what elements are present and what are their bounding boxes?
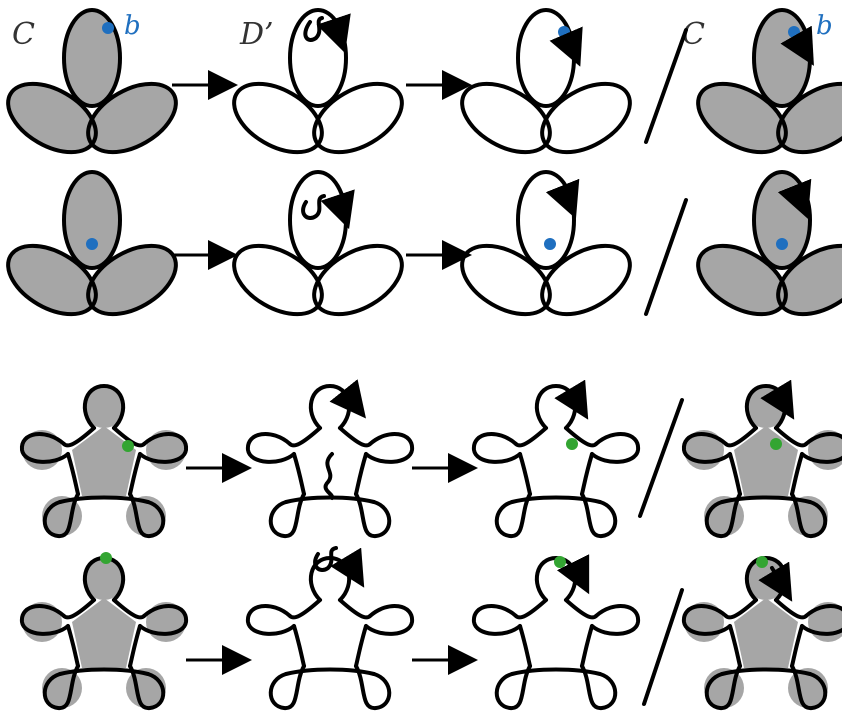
row3-knot-C-right — [681, 379, 842, 539]
row4-knot-D — [245, 546, 415, 711]
row3-knot-C — [19, 384, 189, 539]
row2-knot-D — [220, 170, 416, 331]
row1-knot-D — [220, 8, 416, 169]
row4-knot-C-right — [681, 556, 842, 711]
label-C-left: C — [12, 17, 35, 52]
green-dot — [100, 552, 112, 564]
row1-knot-result — [448, 8, 644, 169]
label-D-prime: D’ — [239, 17, 274, 52]
row3-knot-D — [245, 379, 415, 539]
divider-slash — [644, 198, 688, 316]
green-dot — [122, 440, 134, 452]
row-1 — [0, 8, 842, 169]
label-C-right: C — [682, 17, 705, 52]
row2-knot-result — [448, 170, 644, 331]
row1-knot-C-right — [684, 8, 842, 169]
divider-slash — [642, 588, 684, 706]
label-b-left: b — [124, 11, 141, 41]
green-dot — [554, 556, 566, 568]
blue-dot — [544, 238, 556, 250]
blue-dot — [102, 22, 114, 34]
row4-knot-result — [471, 554, 641, 711]
divider-slash — [644, 28, 688, 144]
blue-dot — [776, 238, 788, 250]
row-3 — [19, 379, 842, 539]
row4-knot-C — [19, 552, 189, 711]
blue-dot — [86, 238, 98, 250]
label-b-right: b — [816, 11, 833, 41]
row2-knot-C-right — [684, 170, 842, 331]
row-2 — [0, 170, 842, 331]
green-dot — [770, 438, 782, 450]
green-dot — [566, 438, 578, 450]
row3-knot-result — [471, 379, 641, 539]
row1-knot-C — [0, 8, 190, 169]
row-4 — [19, 546, 842, 711]
divider-slash — [638, 398, 684, 518]
green-dot — [756, 556, 768, 568]
row2-knot-C — [0, 170, 190, 331]
